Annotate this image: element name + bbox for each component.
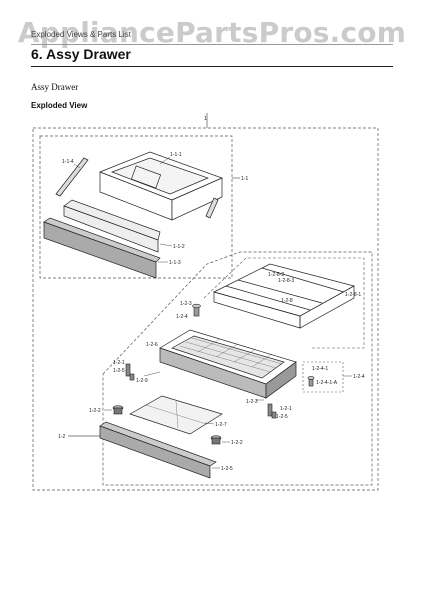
label-screw-1-2-4: 1-2-4 bbox=[176, 314, 188, 320]
screw-part bbox=[192, 303, 201, 317]
rear-frame-part bbox=[213, 263, 355, 329]
label-left-bracket-1-2-5: 1-2-5 bbox=[113, 368, 125, 374]
drawer-frame-tray-part bbox=[159, 329, 297, 399]
label-drawer-assy: 1-1 bbox=[241, 176, 248, 182]
side-rail-part bbox=[55, 157, 219, 219]
label-frame-tray: 1-2-6 bbox=[146, 342, 158, 348]
drawer-box-part bbox=[99, 151, 223, 221]
label-drawer-box: 1-1-1 bbox=[170, 152, 182, 158]
label-screw-1-2-3: 1-2-3 bbox=[180, 301, 192, 307]
label-frame-part-8: 1-2-8 bbox=[281, 298, 293, 304]
outer-assembly-boundary bbox=[32, 113, 379, 491]
label-main-assembly: 1 bbox=[204, 116, 207, 122]
label-frame-part-8-2: 1-2-8-2 bbox=[268, 272, 284, 278]
header-divider bbox=[31, 44, 393, 45]
label-frame-part-8-1: 1-2-8-1 bbox=[345, 292, 361, 298]
label-leveler-a: 1-2-4-1-A bbox=[316, 380, 338, 386]
label-inner-front-panel: 1-1-2 bbox=[173, 244, 185, 250]
label-side-rail: 1-1-4 bbox=[62, 159, 74, 165]
title-divider bbox=[31, 66, 393, 67]
label-front-rail: 1-2-9 bbox=[136, 378, 148, 384]
watermark-logo: AppliancePartsPros.com bbox=[17, 16, 407, 49]
leveler-detail-boundary bbox=[302, 361, 344, 393]
label-frame-assy: 1-2 bbox=[58, 434, 65, 440]
leveler-part bbox=[307, 376, 315, 387]
label-drawer-bottom-front: 1-2-5 bbox=[221, 466, 233, 472]
label-leveler-group: 1-2-4 bbox=[353, 374, 365, 380]
label-drawer-front: 1-1-3 bbox=[169, 260, 181, 266]
label-bottom-plate: 1-2-7 bbox=[215, 422, 227, 428]
label-right-bracket-1-2-5: 1-2-5 bbox=[276, 414, 288, 420]
caster-left-part bbox=[112, 405, 124, 415]
drawer-front-part bbox=[43, 217, 161, 279]
label-front-panel-1-2-3: 1-2-3 bbox=[246, 399, 258, 405]
label-right-bracket-1-2-1: 1-2-1 bbox=[280, 406, 292, 412]
drawer-bottom-front-part bbox=[99, 421, 217, 479]
label-left-bracket-1-2-1: 1-2-1 bbox=[113, 360, 125, 366]
label-caster-left: 1-2-2 bbox=[89, 408, 101, 414]
label-frame-part-8-3: 1-2-8-3 bbox=[278, 278, 294, 284]
label-leveler: 1-2-4-1 bbox=[312, 366, 328, 372]
drawer-subassembly-boundary bbox=[39, 135, 240, 279]
breadcrumb: Exploded Views & Parts List bbox=[31, 30, 131, 39]
exploded-view-label: Exploded View bbox=[31, 101, 88, 110]
right-bracket-part bbox=[267, 403, 277, 419]
caster-right-part bbox=[210, 435, 222, 445]
section-subtitle: Assy Drawer bbox=[31, 82, 79, 92]
left-bracket-part bbox=[125, 363, 135, 381]
label-caster-right: 1-2-2 bbox=[231, 440, 243, 446]
page-title: 6. Assy Drawer bbox=[31, 46, 131, 62]
frame-subassembly-boundary bbox=[68, 251, 373, 486]
bottom-plate-part bbox=[129, 395, 223, 435]
rear-frame-dashed-boundary bbox=[203, 257, 365, 349]
inner-front-panel-part bbox=[63, 199, 161, 253]
